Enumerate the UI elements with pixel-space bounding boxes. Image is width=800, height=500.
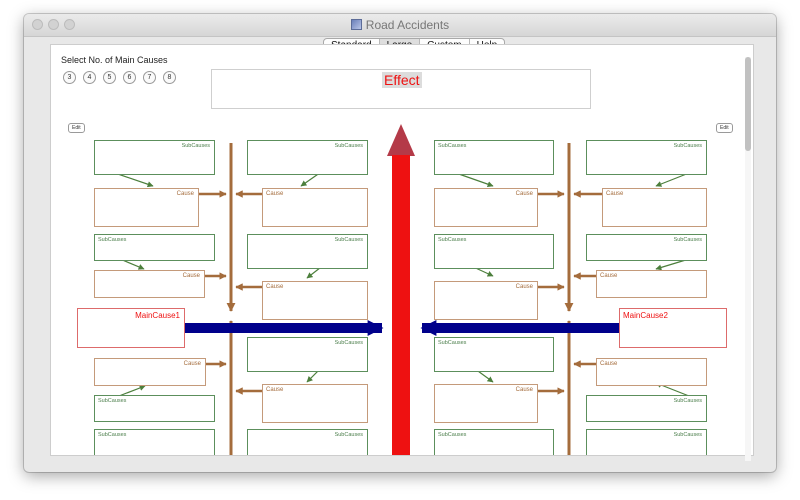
close-window-button[interactable] (32, 19, 43, 30)
subcause-label: SubCauses (334, 432, 363, 438)
subcause-label: SubCauses (438, 340, 467, 346)
cause-box[interactable]: Cause (94, 188, 199, 227)
main-cause-2-box[interactable]: MainCause2 (619, 308, 727, 348)
cause-box[interactable]: Cause (434, 281, 538, 320)
subcause-label: SubCauses (438, 432, 467, 438)
minimize-window-button[interactable] (48, 19, 59, 30)
spine-arrowhead (387, 124, 415, 156)
edit-right-button[interactable]: Edit (716, 123, 733, 133)
cause-label: Cause (606, 191, 624, 197)
subcause-box[interactable]: SubCauses (586, 395, 707, 422)
cause-label: Cause (266, 191, 284, 197)
subcause-box[interactable]: SubCauses (94, 140, 215, 175)
cause-box[interactable]: Cause (262, 384, 368, 423)
subcause-label: SubCauses (334, 143, 363, 149)
cause-box[interactable]: Cause (94, 270, 205, 298)
subcause-box[interactable]: SubCauses (94, 234, 215, 261)
cause-label: Cause (515, 284, 533, 290)
effect-box[interactable]: Effect (211, 69, 591, 109)
cause-label: Cause (600, 361, 618, 367)
subcause-box[interactable]: SubCauses (247, 337, 368, 372)
subcause-box[interactable]: SubCauses (94, 429, 215, 455)
subcause-box[interactable]: SubCauses (586, 234, 707, 261)
diagram-canvas: Select No. of Main Causes 3 4 5 6 7 8 Ef… (50, 44, 754, 456)
subcause-label: SubCauses (673, 432, 702, 438)
main-causes-option-7[interactable]: 7 (143, 71, 156, 84)
app-window: Road Accidents Standard Large Custom Hel… (24, 14, 776, 472)
subcause-box[interactable]: SubCauses (434, 429, 554, 455)
cause-box[interactable]: Cause (596, 358, 707, 386)
scrollbar-thumb[interactable] (745, 57, 751, 151)
subcause-label: SubCauses (673, 143, 702, 149)
subcause-box[interactable]: SubCauses (94, 395, 215, 422)
app-icon (350, 19, 362, 30)
subcause-box[interactable]: SubCauses (434, 337, 554, 372)
subcause-label: SubCauses (438, 237, 467, 243)
cause-label: Cause (515, 191, 533, 197)
main-causes-option-3[interactable]: 3 (63, 71, 76, 84)
cause-label: Cause (266, 387, 284, 393)
main-cause-2-label: MainCause2 (623, 311, 668, 320)
title-bar: Road Accidents (24, 14, 776, 37)
select-main-causes-label: Select No. of Main Causes (61, 55, 168, 65)
cause-box[interactable]: Cause (434, 188, 538, 227)
vertical-scrollbar[interactable] (745, 57, 751, 461)
edit-left-button[interactable]: Edit (68, 123, 85, 133)
cause-label: Cause (600, 273, 618, 279)
subcause-box[interactable]: SubCauses (247, 140, 368, 175)
cause-box[interactable]: Cause (602, 188, 707, 227)
cause-label: Cause (176, 191, 194, 197)
subcause-box[interactable]: SubCauses (247, 429, 368, 455)
subcause-label: SubCauses (334, 237, 363, 243)
cause-box[interactable]: Cause (434, 384, 538, 423)
cause-box[interactable]: Cause (262, 281, 368, 320)
subcause-label: SubCauses (98, 398, 127, 404)
cause-box[interactable]: Cause (94, 358, 206, 386)
effect-text: Effect (382, 72, 422, 88)
cause-label: Cause (515, 387, 533, 393)
cause-box[interactable]: Cause (596, 270, 707, 298)
main-causes-option-4[interactable]: 4 (83, 71, 96, 84)
subcause-label: SubCauses (98, 237, 127, 243)
fishbone-arrows (114, 124, 690, 455)
subcause-label: SubCauses (334, 340, 363, 346)
zoom-window-button[interactable] (64, 19, 75, 30)
subcause-label: SubCauses (181, 143, 210, 149)
subcause-label: SubCauses (98, 432, 127, 438)
main-causes-option-5[interactable]: 5 (103, 71, 116, 84)
subcause-box[interactable]: SubCauses (247, 234, 368, 269)
subcause-box[interactable]: SubCauses (434, 234, 554, 269)
cause-box[interactable]: Cause (262, 188, 368, 227)
subcause-label: SubCauses (673, 398, 702, 404)
spine-arrow (392, 155, 410, 455)
subcause-label: SubCauses (438, 143, 467, 149)
subcause-label: SubCauses (673, 237, 702, 243)
subcause-box[interactable]: SubCauses (586, 429, 707, 455)
subcause-box[interactable]: SubCauses (434, 140, 554, 175)
main-causes-option-8[interactable]: 8 (163, 71, 176, 84)
main-causes-option-6[interactable]: 6 (123, 71, 136, 84)
cause-label: Cause (183, 361, 201, 367)
main-cause-1-label: MainCause1 (135, 311, 180, 320)
subcause-box[interactable]: SubCauses (586, 140, 707, 175)
main-cause-1-box[interactable]: MainCause1 (77, 308, 185, 348)
cause-label: Cause (266, 284, 284, 290)
window-title: Road Accidents (24, 14, 776, 36)
window-title-text: Road Accidents (365, 18, 450, 32)
cause-label: Cause (182, 273, 200, 279)
